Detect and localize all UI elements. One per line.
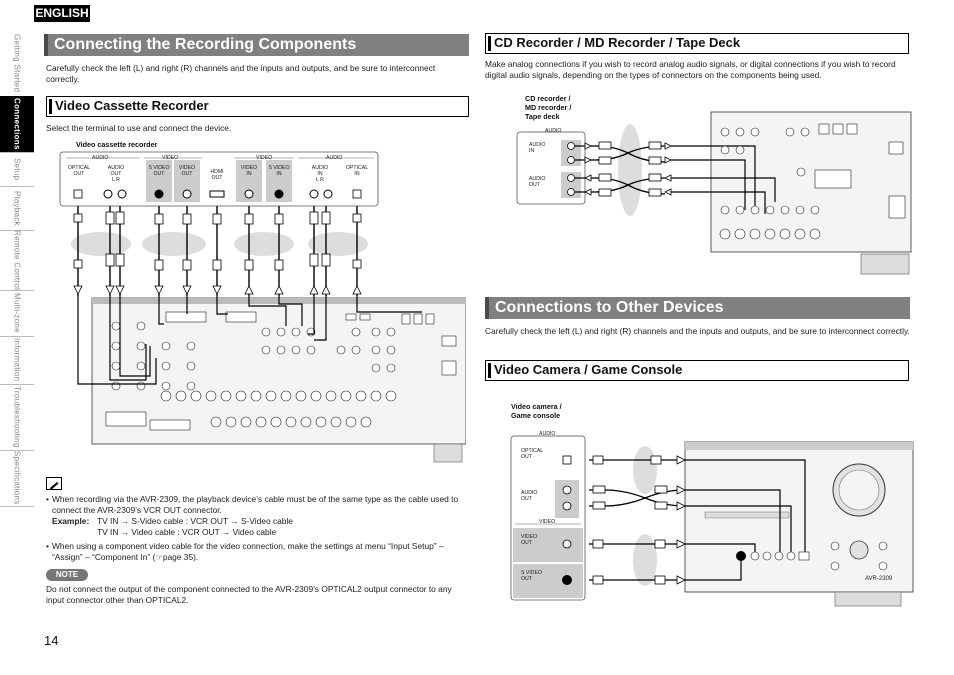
memo-icon — [46, 477, 62, 490]
vcr-terminal-label: HDMI OUT — [210, 169, 224, 181]
bullet-text: When recording via the AVR-2309, the pla… — [52, 494, 459, 515]
receiver-model-label: AVR-2309 — [865, 576, 893, 582]
example-line: TV IN → S-Video cable : VCR OUT → S-Vide… — [97, 516, 293, 526]
vcr-group-label: VIDEO — [162, 155, 179, 161]
side-nav-label: Remote Control — [12, 229, 22, 291]
section-title-other-devices: Connections to Other Devices — [485, 297, 910, 319]
bullet-text: When using a component video cable for t… — [52, 541, 444, 562]
page-number: 14 — [44, 633, 59, 648]
vcr-heading: Video Cassette Recorder — [46, 96, 469, 117]
side-nav-label: Getting Started — [12, 33, 22, 93]
vcr-terminal-label: OPTICAL OUT — [67, 165, 91, 177]
side-nav-label: Multi-zone — [12, 293, 22, 333]
side-nav-label: Playback — [12, 190, 22, 226]
example-label: Example: — [52, 516, 90, 526]
cd-recorder-heading: CD Recorder / MD Recorder / Tape Deck — [485, 33, 909, 54]
recording-intro: Carefully check the left (L) and right (… — [46, 63, 436, 84]
video-camera-heading: Video Camera / Game Console — [485, 360, 909, 381]
camera-group-label: AUDIO — [539, 431, 556, 437]
vcr-group-label: AUDIO — [326, 155, 343, 161]
vcr-terminal-label: OPTICAL IN — [345, 165, 369, 177]
other-devices-intro: Carefully check the left (L) and right (… — [485, 326, 910, 336]
section-title-recording: Connecting the Recording Components — [44, 34, 469, 56]
vcr-group-label: AUDIO — [92, 155, 109, 161]
vcr-terminal-label: AUDIO OUT L R — [107, 165, 125, 183]
side-nav-label: Troubleshooting — [12, 386, 22, 448]
side-nav-label: Specifications — [12, 451, 22, 505]
camera-row-label: AUDIO OUT — [521, 490, 538, 502]
vcr-terminal-label: VIDEO OUT — [178, 165, 196, 177]
side-nav-item[interactable]: Remote Control — [0, 230, 34, 291]
camera-device-label: Video camera / Game console — [511, 402, 562, 420]
cd-group-label: AUDIO — [545, 128, 562, 134]
vcr-terminal-label: VIDEO IN — [240, 165, 258, 177]
list-item: •When recording via the AVR-2309, the pl… — [46, 494, 470, 563]
cd-connection-diagram: CD recorder / MD recorder / Tape deck AU… — [515, 92, 915, 282]
side-nav-item[interactable]: Troubleshooting — [0, 384, 34, 451]
vcr-connection-diagram: Video cassette recorder AUDIO VIDEO VIDE… — [46, 136, 466, 466]
side-nav-item[interactable]: Playback — [0, 186, 34, 231]
vcr-instruction: Select the terminal to use and connect t… — [46, 123, 232, 133]
note-text: Do not connect the output of the compone… — [46, 584, 452, 605]
vcr-group-label: VIDEO — [256, 155, 273, 161]
cd-row-label: AUDIO IN — [529, 142, 546, 154]
side-nav-item[interactable]: Specifications — [0, 450, 34, 507]
vcr-device-label: Video cassette recorder — [76, 140, 158, 149]
cd-device-label: CD recorder / MD recorder / Tape deck — [525, 94, 572, 121]
side-nav-label: Connections — [12, 98, 22, 150]
camera-row-label: S VIDEO OUT — [521, 570, 543, 582]
side-nav-item[interactable]: Connections — [0, 96, 34, 153]
video-camera-diagram: Video camera / Game console AUDIO VIDEO … — [505, 400, 915, 615]
side-nav-label: Setup — [12, 157, 22, 181]
vcr-terminal-label: AUDIO IN L R — [311, 165, 329, 183]
side-nav-item[interactable]: Getting Started — [0, 30, 34, 97]
side-nav-item[interactable]: Information — [0, 336, 34, 385]
vcr-terminal-label: S VIDEO IN — [268, 165, 290, 177]
camera-row-label: OPTICAL OUT — [521, 448, 544, 460]
side-nav-item[interactable]: Multi-zone — [0, 290, 34, 337]
cd-recorder-text: Make analog connections if you wish to r… — [485, 59, 896, 80]
side-nav-item[interactable]: Setup — [0, 152, 34, 187]
example-line: TV IN → Video cable : VCR OUT → Video ca… — [97, 527, 277, 537]
camera-row-label: VIDEO OUT — [521, 534, 538, 546]
cd-row-label: AUDIO OUT — [529, 176, 546, 188]
camera-group-label: VIDEO — [539, 519, 556, 525]
language-tab: ENGLISH — [34, 5, 90, 22]
side-nav-label: Information — [12, 338, 22, 382]
vcr-terminal-label: S VIDEO OUT — [148, 165, 170, 177]
note-badge: NOTE — [46, 569, 88, 581]
